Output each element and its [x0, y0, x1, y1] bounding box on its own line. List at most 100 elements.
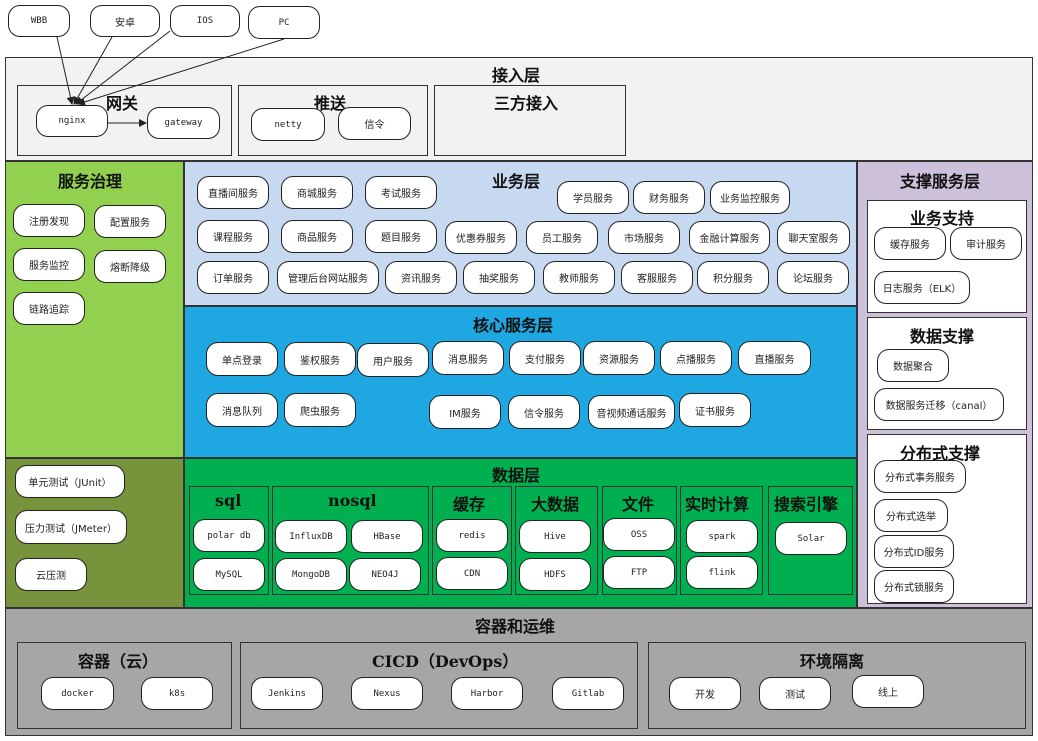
test-unit: 单元测试（JUnit）: [15, 465, 125, 498]
support-audit: 审计服务: [950, 227, 1022, 260]
data-flink: flink: [686, 556, 758, 589]
push-title: 推送: [314, 94, 347, 113]
gov-registry: 注册发现: [13, 204, 85, 237]
data-nosql-box: [272, 486, 429, 595]
biz-item: 商品服务: [281, 220, 353, 253]
biz-item: 直播间服务: [197, 176, 269, 209]
ops-layer: [5, 608, 1033, 736]
gateway-box: [17, 85, 232, 156]
biz-item: 订单服务: [197, 261, 269, 294]
core-item: 单点登录: [206, 342, 278, 376]
ops-nexus: Nexus: [351, 677, 423, 710]
biz-item: 教师服务: [543, 261, 615, 294]
access-layer: [5, 57, 1033, 161]
third-party-box: [434, 85, 626, 156]
biz-item: 题目服务: [365, 220, 437, 253]
ops-env-prod: 线上: [852, 675, 924, 708]
data-realtime-box: [680, 486, 763, 595]
biz-item: 积分服务: [697, 261, 769, 294]
data-oss: OSS: [603, 518, 675, 551]
ops-cicd-title: CICD（DevOps）: [372, 652, 519, 671]
gov-monitor: 服务监控: [13, 248, 85, 281]
core-item: 用户服务: [357, 343, 429, 377]
core-item: 点播服务: [660, 341, 732, 375]
third-party-title: 三方接入: [494, 94, 559, 113]
data-hive: Hive: [519, 520, 591, 553]
core-item: 支付服务: [509, 341, 581, 375]
business-title: 业务层: [492, 172, 541, 191]
ops-harbor: Harbor: [451, 677, 523, 710]
biz-item: 资讯服务: [385, 261, 457, 294]
support-title: 支撑服务层: [900, 172, 981, 191]
ops-docker: docker: [41, 677, 114, 710]
arrow-web-nginx: [56, 36, 75, 105]
test-stress: 压力测试（JMeter）: [15, 510, 127, 544]
data-solar: Solar: [775, 522, 847, 555]
test-cloud: 云压测: [15, 558, 87, 591]
data-file-box: [602, 486, 677, 595]
data-neo4j: NEO4J: [349, 558, 421, 591]
ops-k8s: k8s: [141, 677, 213, 710]
access-layer-title: 接入层: [492, 66, 541, 85]
core-item: 消息服务: [432, 341, 504, 375]
biz-item: 财务服务: [633, 181, 705, 214]
support-dist-id: 分布式ID服务: [874, 535, 954, 568]
ops-container-box: [17, 642, 232, 729]
biz-item: 市场服务: [608, 221, 680, 254]
support-migrate: 数据服务迁移（canal）: [874, 388, 1004, 421]
ops-title: 容器和运维: [475, 617, 556, 636]
biz-item: 考试服务: [365, 176, 437, 209]
client-android: 安卓: [90, 5, 160, 37]
push-box: [238, 85, 428, 156]
biz-item: 学员服务: [557, 181, 629, 214]
gateway-title: 网关: [106, 94, 139, 113]
client-pc: PC: [248, 6, 320, 39]
support-business-title: 业务支持: [910, 209, 975, 228]
gov-tracing: 链路追踪: [13, 292, 85, 325]
core-item: 资源服务: [583, 341, 655, 375]
ops-cicd-box: [240, 642, 638, 729]
data-title: 数据层: [492, 466, 541, 485]
data-mysql: MySQL: [193, 558, 265, 591]
core-item: 爬虫服务: [284, 393, 356, 427]
core-item: 鉴权服务: [284, 342, 356, 376]
data-hdfs: HDFS: [519, 558, 591, 591]
support-aggregate: 数据聚合: [877, 349, 949, 382]
data-polardb: polar db: [193, 519, 265, 552]
client-web: WBB: [8, 5, 70, 37]
support-dist-election: 分布式选举: [874, 499, 948, 532]
core-title: 核心服务层: [473, 316, 554, 335]
data-hbase: HBase: [351, 520, 423, 553]
ops-gitlab: Gitlab: [552, 677, 624, 710]
biz-item: 管理后台网站服务: [277, 261, 379, 294]
client-ios: IOS: [170, 5, 240, 37]
support-data-title: 数据支撑: [910, 327, 975, 346]
support-dist-tx: 分布式事务服务: [874, 460, 966, 493]
ops-env-title: 环境隔离: [800, 652, 865, 671]
gateway-node: gateway: [147, 107, 220, 139]
biz-item: 员工服务: [526, 221, 598, 254]
support-dist-lock: 分布式锁服务: [874, 570, 954, 603]
core-item: IM服务: [429, 395, 501, 429]
arrow-android-nginx: [73, 36, 113, 105]
data-mongodb: MongoDB: [275, 558, 347, 591]
support-cache: 缓存服务: [874, 227, 946, 260]
data-realtime-title: 实时计算: [685, 495, 750, 514]
ops-env-test: 测试: [759, 677, 831, 710]
core-item: 直播服务: [738, 341, 811, 375]
signal-node: 信令: [338, 107, 411, 140]
biz-item: 论坛服务: [777, 261, 849, 294]
ops-env-dev: 开发: [669, 677, 741, 710]
arrow-ios-nginx: [75, 30, 171, 105]
core-item: 消息队列: [206, 393, 278, 427]
biz-item: 优惠券服务: [445, 221, 517, 254]
ops-container-title: 容器（云）: [78, 652, 159, 671]
biz-item: 金融计算服务: [689, 221, 770, 254]
core-layer: [184, 306, 857, 458]
ops-jenkins: Jenkins: [251, 677, 323, 710]
data-sql-title: sql: [215, 491, 242, 510]
biz-item: 抽奖服务: [463, 261, 535, 294]
biz-item: 课程服务: [197, 220, 269, 253]
biz-item: 聊天室服务: [777, 221, 850, 254]
core-item: 音视频通话服务: [588, 395, 675, 429]
